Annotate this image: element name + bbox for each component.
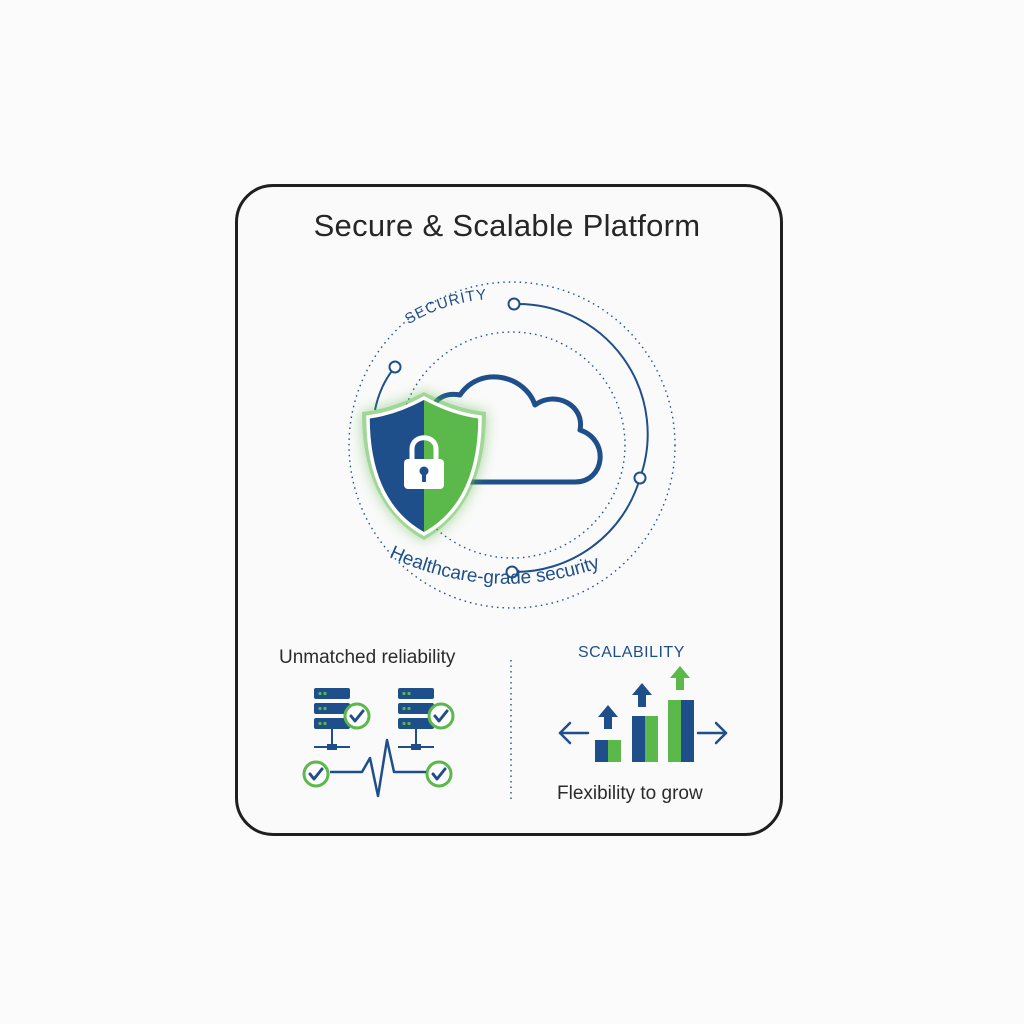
reliability-label: Unmatched reliability [279, 647, 456, 668]
orbit-rings [348, 281, 676, 609]
check-marks [308, 709, 449, 781]
card-title: Secure & Scalable Platform [313, 208, 701, 243]
arc-node-bottom [505, 565, 519, 579]
scalability-caption: Flexibility to grow [557, 783, 703, 804]
shield-lock-icon [362, 392, 486, 540]
scalability-label: SCALABILITY [578, 644, 685, 661]
arc-node-right [633, 471, 647, 485]
security-caption: Healthcare-grade security [387, 542, 603, 589]
check-circle-icon [302, 702, 455, 788]
arc-node-top [507, 297, 521, 311]
growth-bars-icon [595, 666, 694, 762]
arrow-right-icon [696, 721, 728, 745]
arrow-left-icon [558, 721, 590, 745]
security-arc [374, 297, 649, 579]
cloud-icon [429, 374, 603, 485]
server-rack-icon-left [314, 688, 350, 750]
heartbeat-line-icon [330, 738, 426, 798]
arc-node-left [388, 360, 402, 374]
server-rack-icon-right [398, 688, 434, 750]
security-arc-label: SECURITY [402, 286, 488, 328]
